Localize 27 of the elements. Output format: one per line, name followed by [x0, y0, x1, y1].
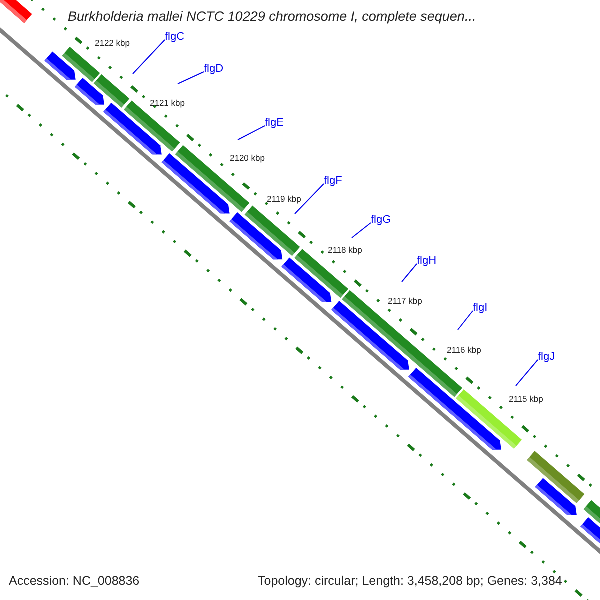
leader-line [294, 184, 324, 214]
gene-label: flgG [371, 215, 392, 226]
leader-line [238, 126, 266, 140]
scale-label: 2121 kbp [150, 99, 185, 108]
gene-label: flgJ [538, 352, 556, 363]
gene-label: flgI [473, 303, 488, 314]
gene-label: flgD [204, 64, 224, 75]
gene-label: flgE [265, 118, 284, 129]
scale-label: 2120 kbp [230, 154, 265, 162]
leader-line [458, 310, 474, 330]
scale-label: 2119 kbp [267, 195, 302, 204]
gene-label: flgH [417, 256, 437, 267]
gene-label: flgC [165, 32, 185, 43]
scale-label: 2122 kbp [95, 39, 130, 48]
scale-label: 2118 kbp [328, 246, 362, 254]
leader-line [402, 264, 418, 282]
gene-label: flgF [324, 176, 342, 187]
leader-line [516, 360, 538, 386]
footer-text: Topology: circular; Length: 3,458,208 bp; Genes: 3,384 [258, 575, 562, 588]
scale-label: 2116 kbp [447, 346, 482, 354]
footer-text: Accession: NC_008836 [9, 575, 140, 588]
scale-label: 2117 kbp [388, 297, 422, 306]
leader-line [178, 72, 204, 84]
map-title: Burkholderia mallei NCTC 10229 chromosome I, complete sequen... [68, 10, 476, 24]
scale-label: 2115 kbp [509, 395, 544, 404]
leader-line [132, 40, 166, 74]
leader-line [352, 222, 372, 238]
